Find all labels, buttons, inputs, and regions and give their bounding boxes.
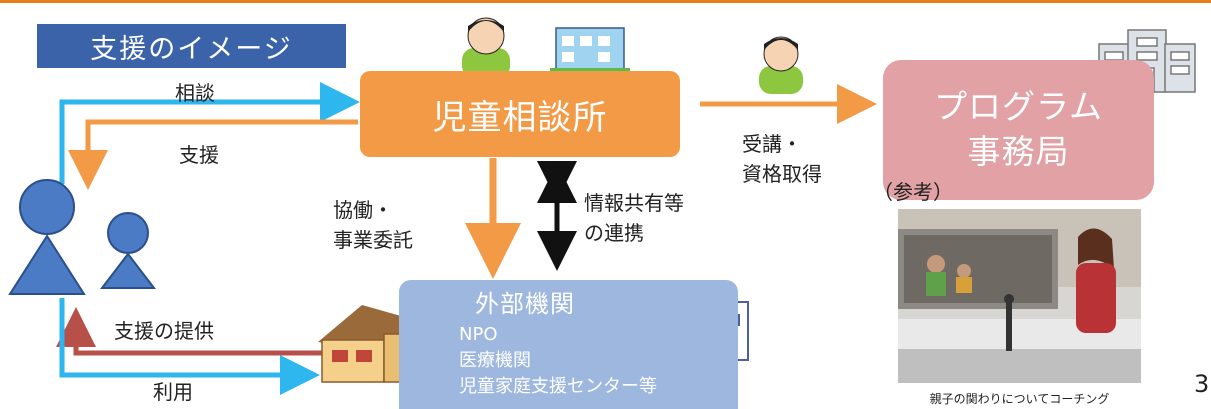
top-accent-line: [0, 0, 1211, 3]
list-item: 医療機関: [459, 350, 531, 371]
page-number: 3: [1194, 370, 1210, 398]
list-item: 児童家庭支援センター等: [459, 376, 657, 397]
training-label: 受講・ 資格取得: [742, 132, 822, 186]
slide-title: 支援のイメージ: [37, 24, 346, 68]
program-office-line2: 事務局: [967, 132, 1070, 171]
reference-label: （参考）: [873, 180, 953, 204]
service-provision-arrow: [56, 307, 330, 356]
list-item: NPO: [459, 324, 498, 345]
coaching-photo-illustration: [898, 209, 1141, 383]
building-icon: [550, 27, 630, 74]
service-provision-label: 支援の提供: [114, 319, 214, 343]
child-guidance-center-box: 児童相談所: [360, 71, 680, 157]
collaboration-label: 協働・ 事業委託: [333, 198, 413, 252]
program-office-box: プログラム 事務局: [883, 60, 1154, 200]
external-organization-box: [399, 280, 738, 409]
trainer-person-icon: [759, 36, 803, 94]
info-share-label: 情報共有等 の連携: [584, 191, 684, 245]
coaching-photo: [898, 209, 1141, 383]
external-organization-list: NPO 医療機関 児童家庭支援センター等: [459, 322, 657, 400]
consult-arrow: [59, 82, 360, 184]
support-label: 支援: [179, 143, 219, 167]
use-arrow: [59, 298, 320, 395]
child-figure-icon: [99, 212, 157, 289]
parent-figure-icon: [8, 179, 86, 295]
support-arrow: [68, 119, 358, 190]
use-label: 利用: [153, 380, 193, 404]
staff-person-icon: [462, 17, 510, 78]
external-organization-title: 外部機関: [475, 290, 575, 318]
consult-label: 相談: [175, 81, 215, 105]
program-office-line1: プログラム: [933, 87, 1103, 127]
photo-caption: 親子の関わりについてコーチング: [929, 392, 1110, 406]
